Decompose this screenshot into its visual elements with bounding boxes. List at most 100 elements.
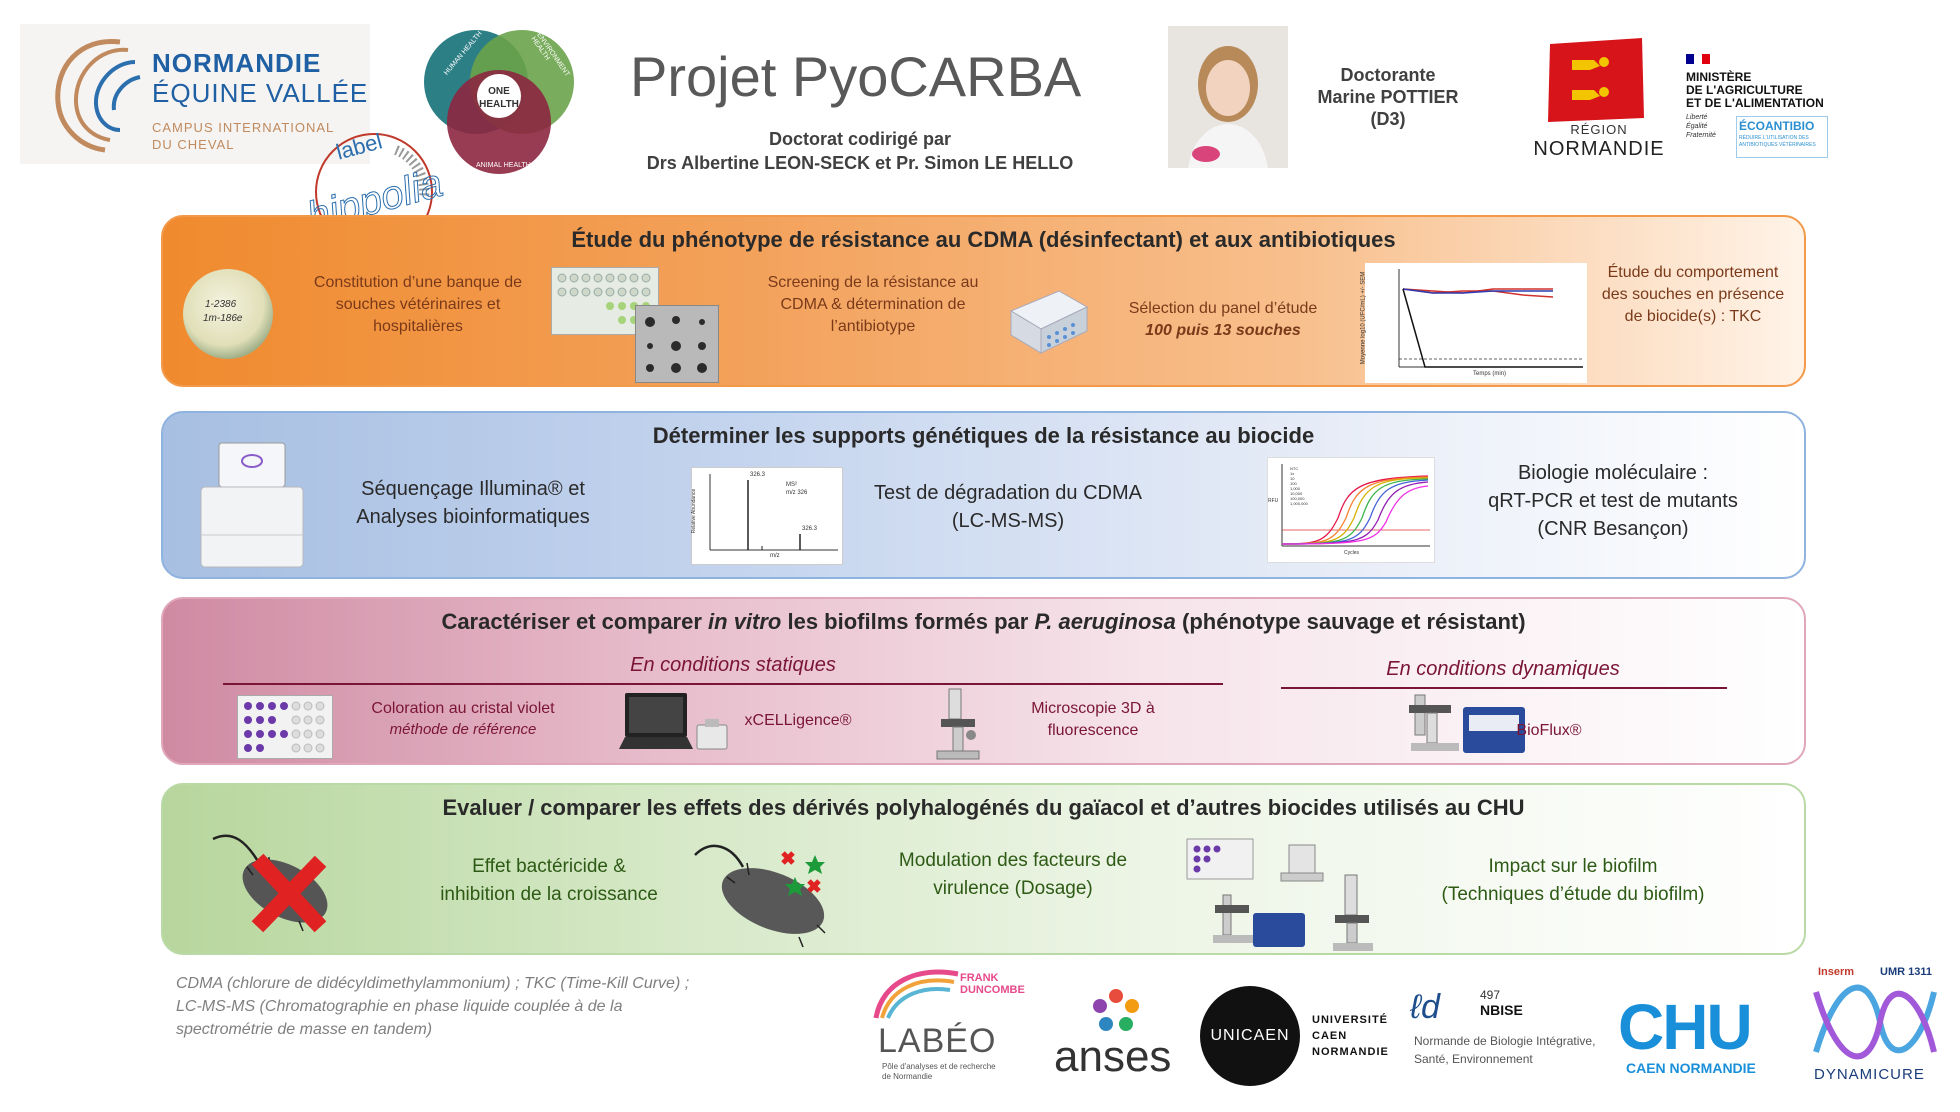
p2-step3-line2: qRT-PCR et test de mutants (1488, 490, 1738, 512)
abbreviations-note: CDMA (chlorure de didécyldimethylammoniu… (176, 972, 756, 1042)
p1-step2-line1: Screening de la résistance au (767, 274, 979, 291)
qpcr-legend: NTC 1x 10 100 1,000 10,000 100,000 1,000… (1290, 466, 1308, 506)
labeo-sub1: Pôle d'analyses et de recherche (882, 1062, 996, 1071)
panel-phenotype: Étude du phénotype de résistance au CDMA… (161, 215, 1806, 387)
nbise-num: 497 (1480, 988, 1501, 1002)
ms-ms2: MS² (786, 482, 797, 488)
tube-rack-image (1001, 283, 1091, 355)
qpcr-legend-item: NTC (1290, 466, 1299, 471)
crystal-violet-plate-image (237, 695, 333, 759)
ministere-line1: MINISTÈRE (1686, 70, 1752, 84)
labeo-top1: FRANK (960, 972, 999, 984)
labeo-top2: DUNCOMBE (960, 984, 1025, 996)
qpcr-curves (1281, 464, 1430, 547)
p2-step2-line2: (LC-MS-MS) (951, 510, 1065, 532)
ministere-motto1: Liberté (1686, 114, 1708, 121)
logo-unicaen: UNICAEN UNIVERSITÉ CAEN NORMANDIE (1200, 986, 1400, 1090)
note-line3: spectrométrie de masse en tandem) (176, 1021, 433, 1039)
logo-one-health: ONE HEALTH HUMAN HEALTH ENVIRONMENT HEAL… (414, 24, 584, 179)
p3-step4: BioFlux® (1516, 722, 1582, 739)
static-heading: En conditions statiques (630, 654, 836, 676)
marianne-flag-icon (1686, 54, 1710, 64)
fluorescence-microscope-image (931, 685, 987, 761)
tkc-chart: Moyenne log10 (UFC/mL) +/- SEM Temps (mi… (1360, 263, 1587, 383)
chu-main: CHU (1618, 991, 1753, 1063)
ms-peak1: 326.3 (750, 472, 766, 478)
one-health-animal: ANIMAL HEALTH (476, 162, 531, 169)
p1-step1-line2: souches vétérinaires et (335, 296, 501, 313)
ministere-line3: ET DE L'ALIMENTATION (1686, 96, 1824, 110)
unicaen-l3: NORMANDIE (1312, 1046, 1389, 1058)
qpcr-xlabel: Cycles (1344, 550, 1360, 556)
note-line1: CDMA (chlorure de didécyldimethylammoniu… (176, 975, 690, 992)
nev-line4: DU CHEVAL (152, 137, 235, 152)
doctorante-name: Marine POTTIER (1317, 87, 1459, 107)
ms-ylabel: Relative Abundance (691, 488, 698, 534)
nbise-name: NBISE (1480, 1002, 1523, 1018)
panel3-title: Caractériser et comparer in vitro les bi… (163, 609, 1804, 635)
qpcr-legend-item: 100,000 (1290, 496, 1305, 501)
agar-plate-image (635, 305, 719, 383)
nev-line2: ÉQUINE VALLÉE (152, 78, 369, 108)
p1-step3-line1: Sélection du panel d’étude (1128, 300, 1318, 317)
panel1-title: Étude du phénotype de résistance au CDMA… (571, 227, 1396, 252)
p4-step3-line2: (Techniques d’étude du biofilm) (1441, 884, 1705, 905)
logo-chu-caen: CHU CAEN NORMANDIE (1618, 990, 1798, 1082)
plate-text-2: 1m-186e (203, 313, 243, 324)
p1-step4-line1: Étude du comportement (1607, 264, 1779, 281)
ms-mz: m/z 326 (786, 490, 808, 496)
umr-label: UMR 1311 (1880, 966, 1932, 978)
qpcr-chart: RFU Cycles NTC 1x 10 100 1,000 10,000 10… (1267, 457, 1435, 563)
p1-step2-line3: l’antibiotype (830, 318, 916, 335)
tkc-ylabel: Moyenne log10 (UFC/mL) +/- SEM (1360, 271, 1367, 365)
note-line2: LC-MS-MS (Chromatographie en phase liqui… (176, 998, 623, 1016)
horse-head-icon (55, 38, 141, 153)
panel4-title: Evaluer / comparer les effets des dérivé… (442, 795, 1525, 820)
ministere-line2: DE L'AGRICULTURE (1686, 83, 1803, 97)
chu-sub: CAEN NORMANDIE (1626, 1060, 1756, 1076)
qpcr-legend-item: 10,000 (1290, 491, 1303, 496)
panel-biofilms: Caractériser et comparer in vitro les bi… (161, 597, 1806, 765)
panel-genetic-supports: Déterminer les supports génétiques de la… (161, 411, 1806, 579)
panel3-title-d: P. aeruginosa (1034, 609, 1176, 634)
panel3-title-a: Caractériser et comparer (441, 609, 709, 634)
anses-flower-icon (1093, 989, 1139, 1031)
qpcr-legend-item: 1x (1290, 471, 1295, 476)
one-health-center: ONE HEALTH (479, 86, 519, 110)
ms-xlabel: m/z (770, 553, 780, 559)
p2-step3-line1: Biologie moléculaire : (1517, 462, 1709, 484)
bioflux-image (1407, 685, 1529, 759)
panel3-title-c: les biofilms formés par (781, 609, 1035, 634)
unicaen-circle (1200, 986, 1300, 1086)
region-line2: NORMANDIE (1533, 138, 1665, 160)
p2-step1-line2: Analyses bioinformatiques (356, 506, 590, 528)
ecoantibio-title: ÉCOANTIBIO (1739, 119, 1815, 133)
nbise-sub2: Santé, Environnement (1414, 1052, 1533, 1066)
p3-step2: xCELLigence® (744, 712, 852, 729)
dynamic-separator (1281, 687, 1727, 689)
p2-step2-line1: Test de dégradation du CDMA (874, 482, 1142, 504)
labeo-main: LABÉO (878, 1022, 997, 1060)
plate-text-1: 1-2386 (205, 299, 237, 310)
ecoantibio-sub2: ANTIBIOTIQUES VÉTÉRINAIRES (1739, 142, 1816, 148)
qpcr-legend-item: 1,000,000 (1290, 501, 1308, 506)
ministere-motto2: Égalité (1686, 123, 1708, 130)
p4-step3-line1: Impact sur le biofilm (1488, 856, 1658, 877)
panel2-title: Déterminer les supports génétiques de la… (652, 423, 1315, 448)
nev-line1: NORMANDIE (152, 48, 322, 78)
qpcr-legend-item: 10 (1290, 476, 1295, 481)
unicaen-l2: CAEN (1312, 1030, 1348, 1042)
nev-line3: CAMPUS INTERNATIONAL (152, 120, 335, 135)
p1-step2-line2: CDMA & détermination de (780, 296, 966, 313)
p1-step1-line1: Constitution d’une banque de (313, 274, 523, 291)
p3-step3-line2: fluorescence (1047, 722, 1139, 739)
p3-step1-line1: Coloration au cristal violet (371, 700, 555, 717)
tkc-xlabel: Temps (min) (1473, 371, 1507, 377)
qpcr-legend-item: 1,000 (1290, 486, 1301, 491)
qpcr-legend-item: 100 (1290, 481, 1297, 486)
p1-step3-line2: 100 puis 13 souches (1145, 322, 1301, 339)
logo-ministere: MINISTÈRE DE L'AGRICULTURE ET DE L'ALIME… (1686, 52, 1856, 162)
logo-nbise: ℓd 497 NBISE Normande de Biologie Intégr… (1410, 988, 1610, 1078)
sequencer-image (197, 439, 307, 571)
bacterium-crossed-icon (203, 829, 339, 939)
